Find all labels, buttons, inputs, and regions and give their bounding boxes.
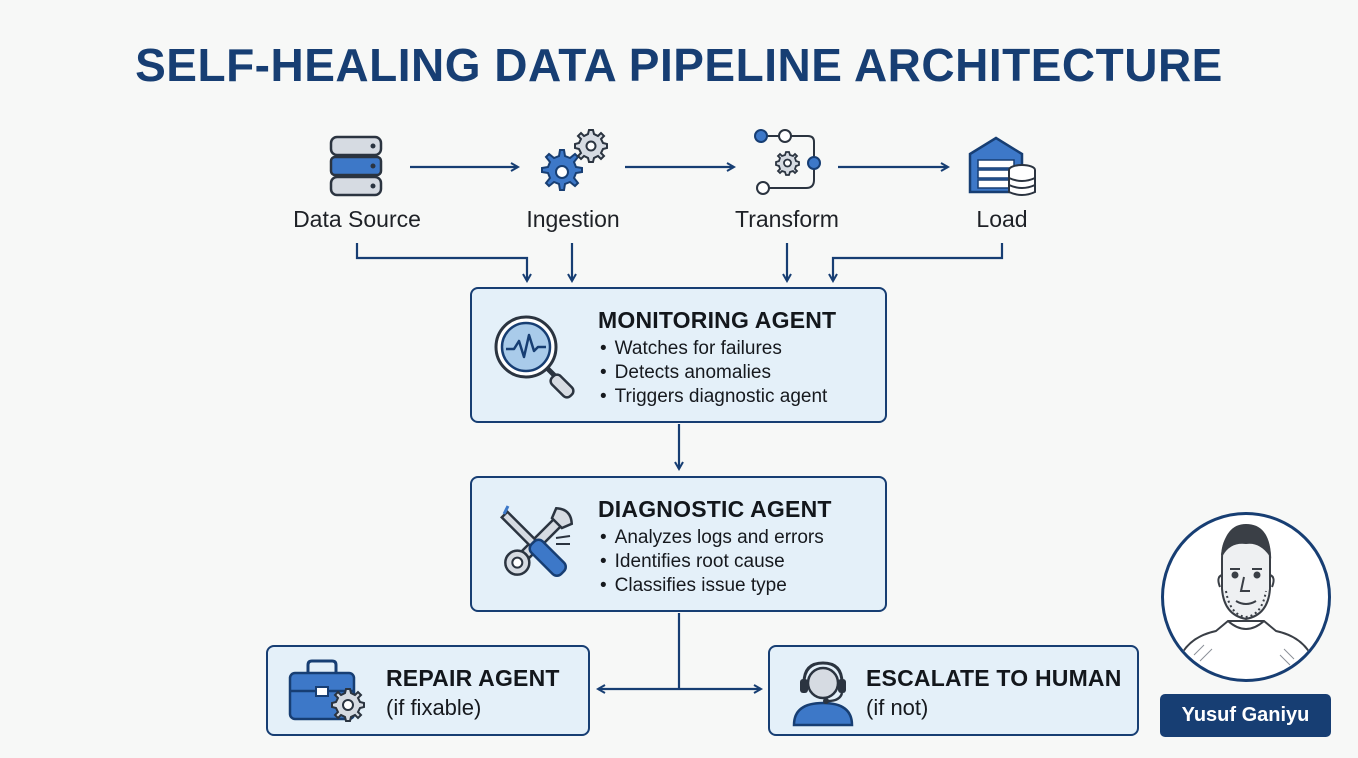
stage-label-transform: Transform xyxy=(735,206,839,232)
author-name-badge: Yusuf Ganiyu xyxy=(1160,694,1331,737)
wrench-screwdriver-icon xyxy=(499,505,574,577)
author-portrait xyxy=(1161,512,1331,682)
stage-label-source: Data Source xyxy=(293,206,421,232)
repair-agent-box: REPAIR AGENT (if fixable) xyxy=(266,645,590,736)
stage-label-ingestion: Ingestion xyxy=(526,206,620,232)
escalate-title: ESCALATE TO HUMAN xyxy=(866,665,1122,691)
magnifier-pulse-icon xyxy=(494,315,575,399)
warehouse-icon xyxy=(968,136,1036,196)
list-item: Analyzes logs and errors xyxy=(600,526,824,550)
diagnostic-agent-box: DIAGNOSTIC AGENT Analyzes logs and error… xyxy=(470,476,887,612)
diagram-title: SELF-HEALING DATA PIPELINE ARCHITECTURE xyxy=(135,39,1223,91)
list-item: Detects anomalies xyxy=(600,361,827,385)
list-item: Watches for failures xyxy=(600,337,827,361)
monitoring-agent-list: Watches for failures Detects anomalies T… xyxy=(600,337,828,409)
escalate-box: ESCALATE TO HUMAN (if not) xyxy=(768,645,1139,736)
list-item: Identifies root cause xyxy=(600,550,824,574)
list-item: Triggers diagnostic agent xyxy=(600,385,828,409)
monitoring-agent-box: MONITORING AGENT Watches for failures De… xyxy=(470,287,887,423)
toolbox-icon xyxy=(288,659,365,722)
escalate-subtitle: (if not) xyxy=(866,695,929,720)
diagnostic-agent-title: DIAGNOSTIC AGENT xyxy=(598,496,832,522)
portrait-sketch xyxy=(1173,523,1319,679)
gears-icon xyxy=(541,129,608,191)
feed-source xyxy=(355,243,527,281)
stage-label-load: Load xyxy=(976,206,1028,232)
list-item: Classifies issue type xyxy=(600,574,824,598)
database-icon xyxy=(329,135,383,197)
diagnostic-agent-list: Analyzes logs and errors Identifies root… xyxy=(600,526,824,598)
headset-user-icon xyxy=(792,661,854,727)
repair-agent-title: REPAIR AGENT xyxy=(386,665,560,691)
feed-load xyxy=(833,243,1004,281)
monitoring-agent-title: MONITORING AGENT xyxy=(598,307,837,333)
repair-agent-subtitle: (if fixable) xyxy=(386,695,482,720)
workflow-icon xyxy=(754,129,821,195)
